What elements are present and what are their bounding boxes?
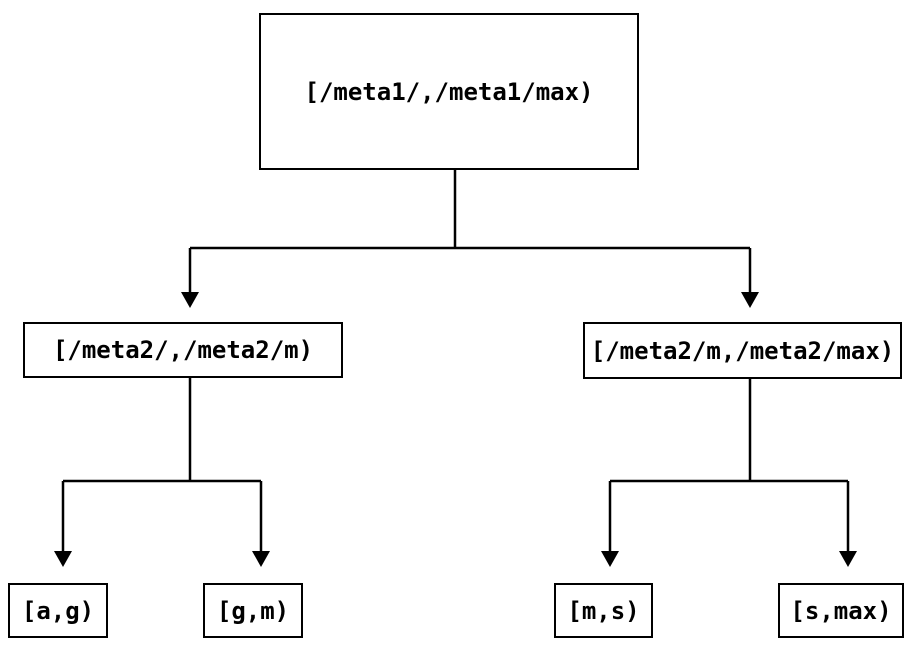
arrow-down-icon: [54, 551, 72, 567]
node-leaf-s-max-label: [s,max): [790, 596, 892, 625]
node-level2-left: [/meta2/,/meta2/m): [23, 322, 343, 378]
node-leaf-g-m: [g,m): [203, 583, 303, 638]
node-level2-left-label: [/meta2/,/meta2/m): [52, 336, 314, 364]
node-leaf-m-s-label: [m,s): [567, 596, 640, 625]
node-leaf-a-g-label: [a,g): [21, 596, 95, 625]
node-root: [/meta1/,/meta1/max): [259, 13, 639, 170]
arrow-down-icon: [839, 551, 857, 567]
node-leaf-m-s: [m,s): [554, 583, 653, 638]
arrow-down-icon: [252, 551, 270, 567]
node-level2-right: [/meta2/m,/meta2/max): [583, 322, 902, 379]
node-root-label: [/meta1/,/meta1/max): [304, 77, 594, 106]
arrow-down-icon: [181, 292, 199, 308]
node-level2-right-label: [/meta2/m,/meta2/max): [590, 336, 895, 365]
node-leaf-g-m-label: [g,m): [216, 596, 290, 625]
arrow-down-icon: [741, 292, 759, 308]
arrow-down-icon: [601, 551, 619, 567]
node-leaf-s-max: [s,max): [778, 583, 904, 638]
node-leaf-a-g: [a,g): [8, 583, 108, 638]
